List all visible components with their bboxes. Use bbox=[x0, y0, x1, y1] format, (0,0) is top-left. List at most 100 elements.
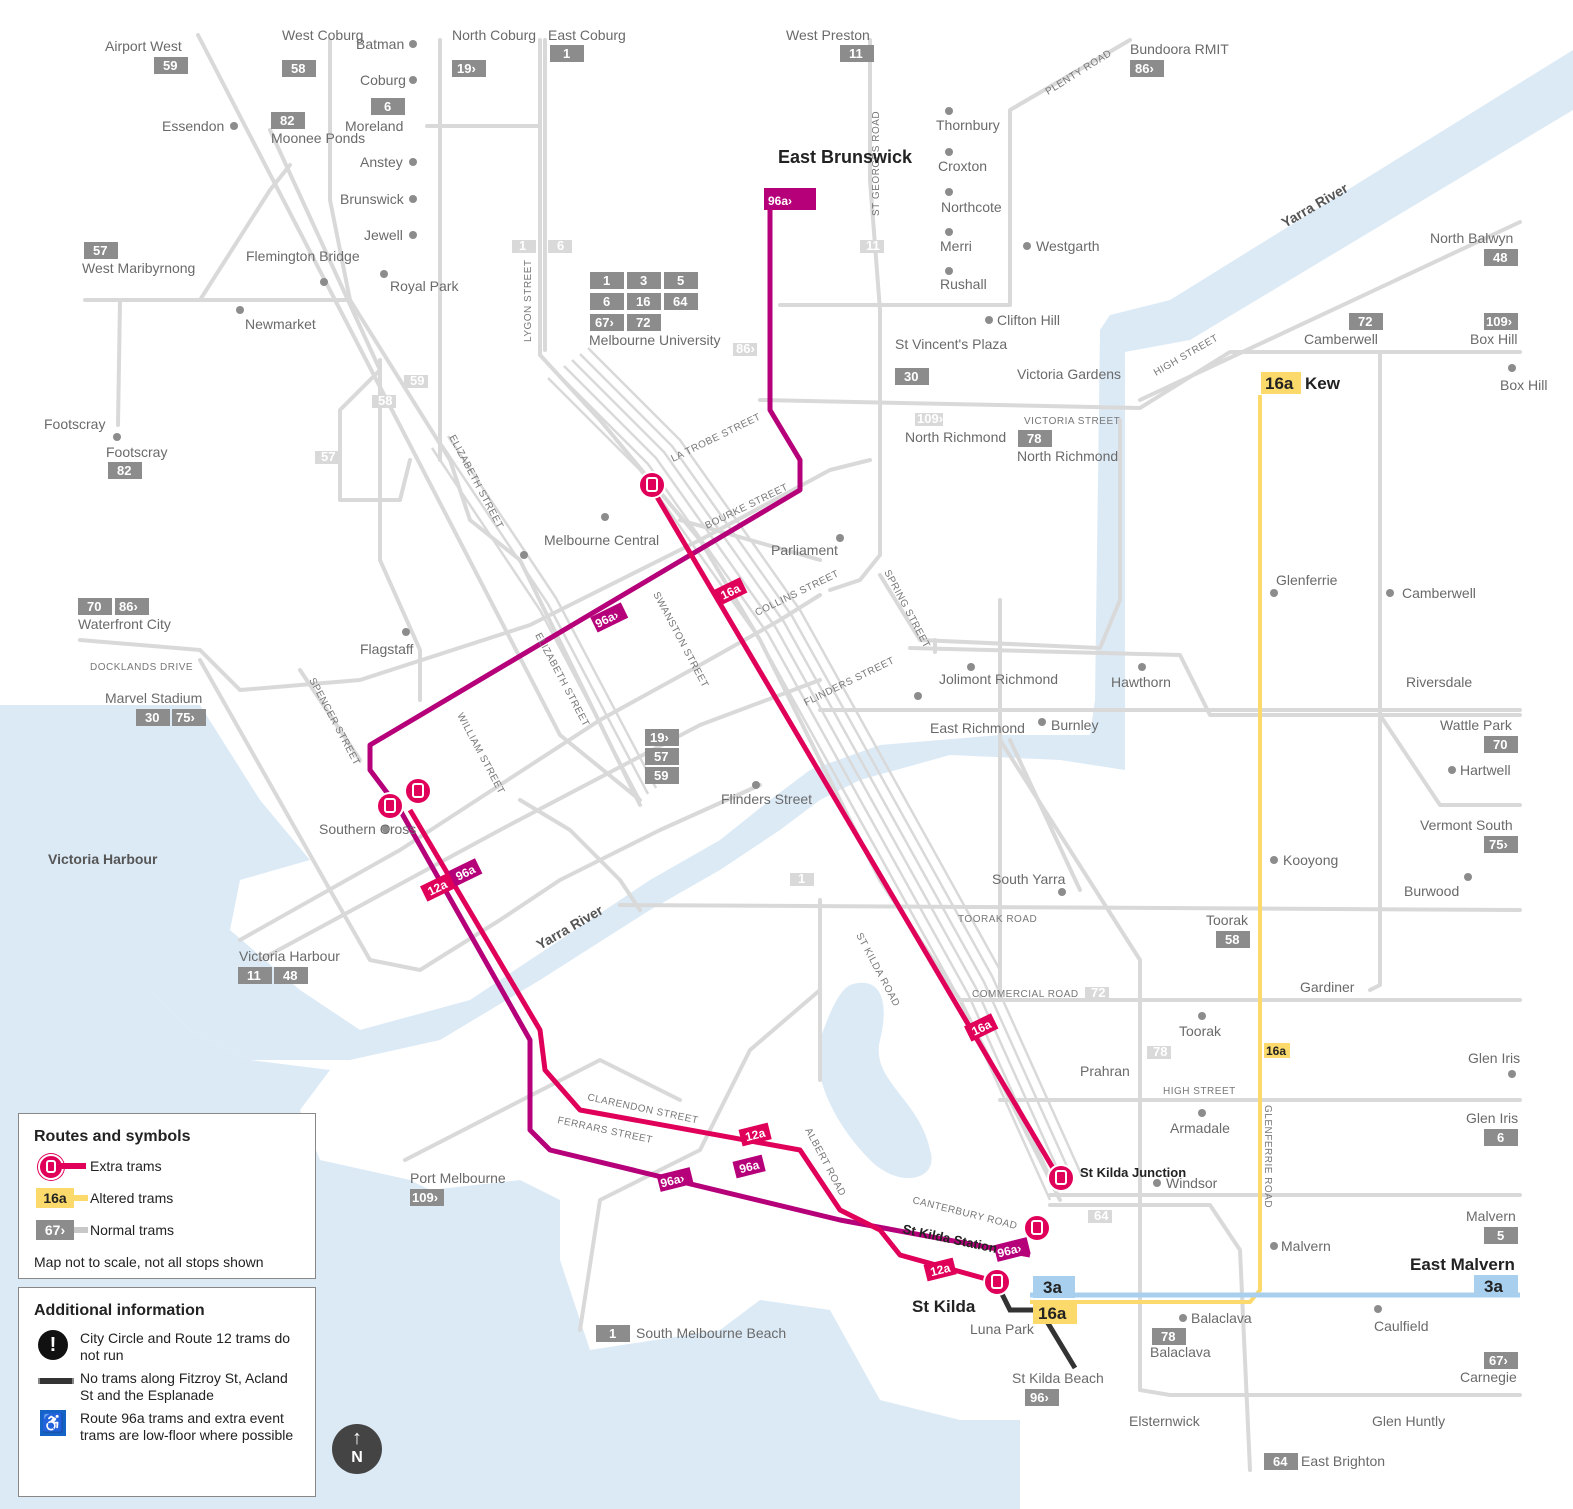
svg-text:Footscray: Footscray bbox=[106, 444, 167, 460]
svg-text:3a: 3a bbox=[1043, 1278, 1062, 1297]
svg-text:Elsternwick: Elsternwick bbox=[1129, 1413, 1201, 1429]
svg-text:16: 16 bbox=[636, 294, 650, 309]
svg-text:Hartwell: Hartwell bbox=[1460, 762, 1511, 778]
svg-text:ST GEORGES ROAD: ST GEORGES ROAD bbox=[871, 111, 882, 216]
svg-text:64: 64 bbox=[1094, 1208, 1109, 1223]
no-trams-segment bbox=[997, 1288, 1078, 1370]
svg-text:5: 5 bbox=[1497, 1228, 1504, 1243]
svg-text:19›: 19› bbox=[457, 61, 476, 76]
svg-text:109›: 109› bbox=[1486, 314, 1512, 329]
svg-text:19›: 19› bbox=[650, 730, 669, 745]
north-label: N bbox=[351, 1449, 363, 1466]
svg-text:59: 59 bbox=[410, 373, 424, 388]
info-circle-row: ! City Circle and Route 12 trams do not … bbox=[34, 1330, 300, 1364]
svg-text:Camberwell: Camberwell bbox=[1304, 331, 1378, 347]
svg-text:Victoria Gardens: Victoria Gardens bbox=[1017, 366, 1121, 382]
svg-text:48: 48 bbox=[283, 968, 297, 983]
route-line-labels: 16a 96a› 12a 96a 16a 12a 96a 96a› 12a 16… bbox=[420, 577, 1290, 1282]
svg-text:6: 6 bbox=[603, 294, 610, 309]
legend-normal-row: 67› Normal trams bbox=[34, 1218, 300, 1242]
svg-text:Waterfront City: Waterfront City bbox=[78, 616, 171, 632]
svg-text:109›: 109› bbox=[917, 411, 943, 426]
svg-text:86›: 86› bbox=[119, 599, 138, 614]
svg-text:Royal Park: Royal Park bbox=[390, 278, 459, 294]
svg-text:Clifton Hill: Clifton Hill bbox=[997, 312, 1060, 328]
svg-text:57: 57 bbox=[93, 243, 107, 258]
tram-icon bbox=[376, 792, 404, 820]
legend-altered-row: 16a Altered trams bbox=[34, 1186, 300, 1210]
svg-text:Riversdale: Riversdale bbox=[1406, 674, 1472, 690]
svg-text:East Richmond: East Richmond bbox=[930, 720, 1025, 736]
svg-text:Caulfield: Caulfield bbox=[1374, 1318, 1428, 1334]
svg-text:Burwood: Burwood bbox=[1404, 883, 1459, 899]
svg-text:Brunswick: Brunswick bbox=[340, 191, 405, 207]
accessibility-icon: ♿ bbox=[40, 1410, 66, 1436]
svg-text:Jewell: Jewell bbox=[364, 227, 403, 243]
svg-text:West Preston: West Preston bbox=[786, 27, 870, 43]
svg-text:70: 70 bbox=[1493, 737, 1507, 752]
svg-text:6: 6 bbox=[1497, 1130, 1504, 1145]
svg-text:1: 1 bbox=[519, 238, 526, 253]
svg-text:VICTORIA STREET: VICTORIA STREET bbox=[1024, 416, 1120, 427]
st-kilda-label: St Kilda bbox=[912, 1297, 976, 1316]
svg-text:South Yarra: South Yarra bbox=[992, 871, 1066, 887]
terminal-east-malvern: East Malvern 3a 3a 16a bbox=[1033, 1255, 1518, 1324]
svg-text:St Vincent's Plaza: St Vincent's Plaza bbox=[895, 336, 1007, 352]
svg-text:DOCKLANDS DRIVE: DOCKLANDS DRIVE bbox=[90, 662, 193, 673]
svg-text:Flinders Street: Flinders Street bbox=[721, 791, 812, 807]
svg-text:Camberwell: Camberwell bbox=[1402, 585, 1476, 601]
svg-text:Carnegie: Carnegie bbox=[1460, 1369, 1517, 1385]
svg-text:PLENTY ROAD: PLENTY ROAD bbox=[1044, 48, 1114, 98]
svg-text:Flemington Bridge: Flemington Bridge bbox=[246, 248, 360, 264]
luna-park-label: Luna Park bbox=[970, 1321, 1035, 1337]
svg-text:TOORAK ROAD: TOORAK ROAD bbox=[958, 914, 1037, 925]
svg-text:Flagstaff: Flagstaff bbox=[360, 641, 414, 657]
svg-text:Malvern: Malvern bbox=[1466, 1208, 1516, 1224]
svg-text:LYGON STREET: LYGON STREET bbox=[523, 260, 534, 343]
svg-text:16a: 16a bbox=[1265, 374, 1294, 393]
extra-tram-icons bbox=[376, 471, 1075, 1296]
st-kilda-station-label: St Kilda Station bbox=[901, 1221, 998, 1256]
svg-text:Kooyong: Kooyong bbox=[1283, 852, 1338, 868]
svg-text:96a›: 96a› bbox=[996, 1241, 1023, 1260]
info-lowfloor-text: Route 96a trams and extra event trams ar… bbox=[80, 1410, 294, 1443]
svg-text:11: 11 bbox=[866, 238, 880, 253]
svg-text:Kew: Kew bbox=[1305, 374, 1341, 393]
svg-text:West Coburg: West Coburg bbox=[282, 27, 363, 43]
svg-text:30: 30 bbox=[904, 369, 918, 384]
svg-text:Westgarth: Westgarth bbox=[1036, 238, 1100, 254]
svg-text:96a›: 96a› bbox=[768, 194, 792, 208]
normal-tram-network bbox=[78, 33, 1522, 1472]
svg-text:109›: 109› bbox=[412, 1190, 438, 1205]
svg-text:86›: 86› bbox=[736, 341, 755, 356]
svg-text:Glenferrie: Glenferrie bbox=[1276, 572, 1338, 588]
svg-text:Vermont South: Vermont South bbox=[1420, 817, 1513, 833]
svg-text:Victoria Harbour: Victoria Harbour bbox=[239, 948, 340, 964]
svg-text:6: 6 bbox=[557, 238, 564, 253]
svg-text:Box Hill: Box Hill bbox=[1500, 377, 1547, 393]
svg-text:1: 1 bbox=[798, 871, 805, 886]
svg-text:72: 72 bbox=[1091, 985, 1105, 1000]
svg-text:Airport West: Airport West bbox=[105, 38, 182, 54]
svg-text:WILLIAM STREET: WILLIAM STREET bbox=[454, 711, 506, 796]
svg-text:Bundoora RMIT: Bundoora RMIT bbox=[1130, 41, 1229, 57]
svg-text:70: 70 bbox=[87, 599, 101, 614]
svg-text:11: 11 bbox=[849, 46, 863, 61]
route-12a bbox=[407, 808, 991, 1283]
svg-text:Jolimont Richmond: Jolimont Richmond bbox=[939, 671, 1058, 687]
svg-text:North Richmond: North Richmond bbox=[1017, 448, 1118, 464]
svg-text:Coburg: Coburg bbox=[360, 72, 406, 88]
svg-text:Glen Iris: Glen Iris bbox=[1466, 1110, 1518, 1126]
svg-text:East Brunswick: East Brunswick bbox=[778, 147, 913, 167]
svg-text:11: 11 bbox=[247, 968, 261, 983]
tram-icon bbox=[404, 777, 432, 805]
svg-text:59: 59 bbox=[163, 58, 177, 73]
svg-text:COMMERCIAL ROAD: COMMERCIAL ROAD bbox=[972, 989, 1079, 1000]
scale-note: Map not to scale, not all stops shown bbox=[34, 1254, 264, 1270]
svg-text:Essendon: Essendon bbox=[162, 118, 224, 134]
svg-text:30: 30 bbox=[145, 710, 159, 725]
svg-text:Melbourne Central: Melbourne Central bbox=[544, 532, 659, 548]
svg-text:Newmarket: Newmarket bbox=[245, 316, 316, 332]
svg-text:Moreland: Moreland bbox=[345, 118, 403, 134]
